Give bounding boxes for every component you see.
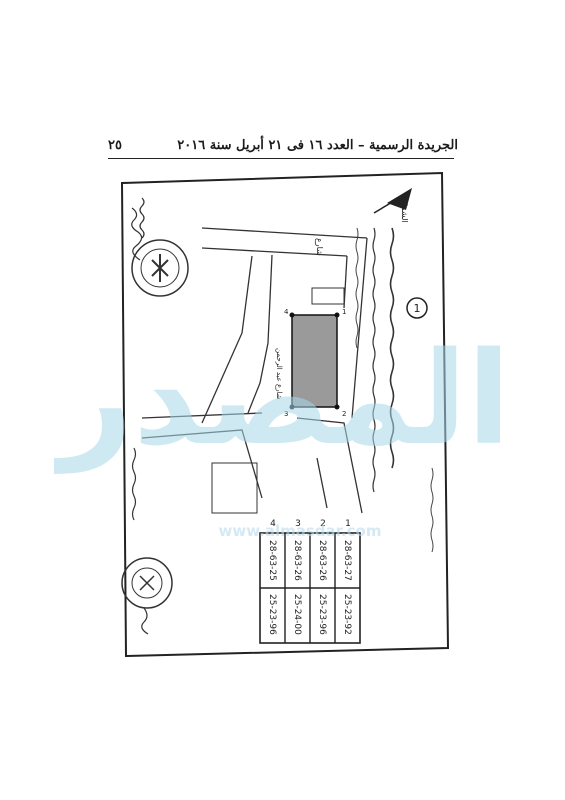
signature xyxy=(131,197,149,635)
site-map: الشمال 1 شارع شارع عبد الرحمن 1 2 3 4 xyxy=(120,171,450,658)
svg-text:1: 1 xyxy=(342,308,346,316)
map-heading-lines xyxy=(355,227,395,493)
svg-text:3: 3 xyxy=(284,410,288,418)
official-seal-bottom xyxy=(121,557,173,609)
coord-point-2: 2 xyxy=(320,519,326,529)
coord-y-1: 25-23-92 xyxy=(342,594,352,635)
coord-x-3: 28-63-26 xyxy=(292,540,302,581)
header-divider xyxy=(108,158,454,159)
map-frame xyxy=(120,171,450,658)
street-label-2: شارع عبد الرحمن xyxy=(275,348,283,400)
page-header: الجريدة الرسمية – العدد ١٦ فى ٢١ أبريل س… xyxy=(108,135,458,155)
coord-x-4: 28-63-25 xyxy=(267,540,277,581)
building-box-lower xyxy=(211,462,258,514)
parcel: 1 2 3 4 xyxy=(284,308,346,418)
page-title: الجريدة الرسمية – العدد ١٦ فى ٢١ أبريل س… xyxy=(177,137,458,153)
svg-text:2: 2 xyxy=(342,410,346,418)
coord-y-4: 25-23-96 xyxy=(267,594,277,635)
coord-point-3: 3 xyxy=(295,519,301,529)
street-label-top: شارع xyxy=(315,238,324,256)
map-number-badge: 1 xyxy=(406,297,428,319)
coord-y-2: 25-23-96 xyxy=(317,594,327,635)
official-seal-top xyxy=(131,239,189,297)
page-number: ٢٥ xyxy=(108,137,122,153)
coord-y-3: 25-24-00 xyxy=(292,594,302,635)
coord-x-1: 28-63-27 xyxy=(342,540,352,581)
map-number: 1 xyxy=(414,302,421,315)
coord-point-4: 4 xyxy=(270,519,276,529)
street-lines xyxy=(141,227,368,514)
north-label: الشمال xyxy=(400,198,409,223)
coord-point-1: 1 xyxy=(345,519,351,529)
coord-x-2: 28-63-26 xyxy=(317,540,327,581)
north-arrow-icon xyxy=(373,188,412,214)
coordinates-table: 1 28-63-27 25-23-92 2 28-63-26 25-23-96 3 28-63… xyxy=(259,519,361,644)
svg-text:4: 4 xyxy=(284,308,289,316)
building-box xyxy=(311,287,345,305)
right-margin-note xyxy=(430,467,434,553)
